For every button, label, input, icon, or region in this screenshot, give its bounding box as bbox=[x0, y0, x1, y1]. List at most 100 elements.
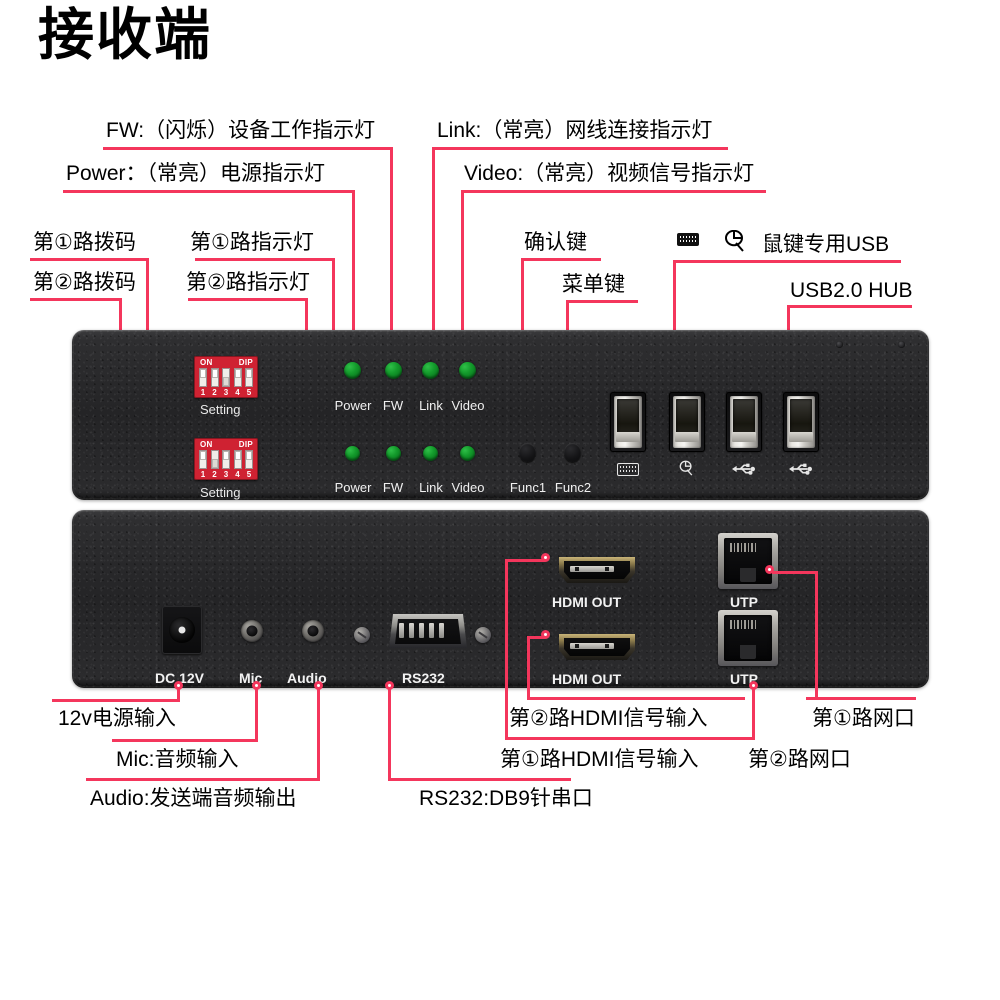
usb-icon bbox=[732, 463, 755, 475]
leader-utp1-horiz bbox=[772, 571, 818, 574]
usb-port-keyboard[interactable] bbox=[610, 392, 646, 452]
port-label-hdmi-1: HDMI OUT bbox=[552, 594, 622, 610]
func2-button[interactable] bbox=[564, 443, 581, 462]
dip-toggle[interactable] bbox=[222, 450, 230, 469]
dip-num: 5 bbox=[246, 388, 252, 397]
annotation-hdmi1: 第①路HDMI信号输入 bbox=[500, 748, 699, 771]
led-fw-1 bbox=[385, 362, 402, 379]
leader-dc-vert bbox=[177, 688, 180, 701]
db9-screw-right bbox=[475, 627, 491, 643]
rs232-db9-port[interactable] bbox=[389, 614, 467, 648]
panel-screw bbox=[836, 341, 843, 348]
leader-hdmi1-underline bbox=[505, 737, 723, 740]
usb-port-hub-1[interactable] bbox=[726, 392, 762, 452]
leader-power-vert bbox=[352, 190, 355, 362]
db9-screw-left bbox=[354, 627, 370, 643]
annotation-mic-in: Mic:音频输入 bbox=[116, 748, 239, 771]
led-label-power-1: Power bbox=[334, 398, 372, 413]
annotation-audio-out: Audio:发送端音频输出 bbox=[90, 787, 297, 810]
func2-label: Func2 bbox=[554, 480, 592, 495]
rear-panel: DC 12V Mic Audio RS232 HDMI OUT HDMI OUT… bbox=[72, 510, 929, 688]
led-link-2 bbox=[423, 446, 438, 461]
led-video-1 bbox=[459, 362, 476, 379]
dip-num: 5 bbox=[246, 470, 252, 479]
led-fw-2 bbox=[386, 446, 401, 461]
dip-toggle[interactable] bbox=[210, 450, 219, 469]
annotation-video: Video:（常亮）视频信号指示灯 bbox=[464, 162, 755, 185]
utp-port-1[interactable] bbox=[718, 533, 778, 589]
dip-toggle[interactable] bbox=[222, 368, 230, 387]
leader-hdmi1-vert bbox=[505, 559, 508, 740]
leader-dip1-underline bbox=[30, 258, 149, 261]
leader-utp2-vert bbox=[752, 688, 755, 740]
annotation-confirm-key: 确认键 bbox=[524, 231, 587, 254]
annotation-dip2: 第②路拨码 bbox=[33, 271, 136, 294]
mouse-icon bbox=[679, 460, 693, 476]
annotation-link: Link:（常亮）网线连接指示灯 bbox=[437, 119, 713, 142]
leader-fw-vert bbox=[390, 147, 393, 362]
led-label-fw-2: FW bbox=[382, 480, 404, 495]
leader-hdmi2-vert bbox=[527, 636, 530, 700]
led-label-link-2: Link bbox=[419, 480, 443, 495]
mouse-icon bbox=[725, 230, 744, 252]
leader-kvm-vert bbox=[673, 260, 676, 383]
audio-jack[interactable] bbox=[302, 620, 324, 642]
leader-rs232-vert bbox=[388, 688, 391, 780]
leader-power-underline bbox=[63, 190, 355, 193]
led-power-1 bbox=[344, 362, 361, 379]
leader-utp2-underline bbox=[674, 737, 754, 740]
dip-toggle[interactable] bbox=[233, 368, 242, 387]
func1-button[interactable] bbox=[519, 443, 536, 462]
leader-link-underline bbox=[432, 147, 728, 150]
leader-ledgrp1-vert bbox=[332, 258, 335, 368]
dip-toggle[interactable] bbox=[199, 368, 207, 387]
annotation-fw: FW:（闪烁）设备工作指示灯 bbox=[106, 119, 376, 142]
leader-dip1-vert bbox=[146, 258, 149, 369]
dip-caption-2: Setting bbox=[200, 485, 241, 500]
leader-menu-underline bbox=[566, 300, 638, 303]
dip-num: 2 bbox=[212, 388, 217, 397]
hdmi-out-port-1[interactable] bbox=[559, 557, 635, 583]
annotation-hdmi2: 第②路HDMI信号输入 bbox=[509, 707, 708, 730]
port-label-hdmi-2: HDMI OUT bbox=[552, 671, 622, 687]
hdmi-out-port-2[interactable] bbox=[559, 634, 635, 660]
usb-port-hub-2[interactable] bbox=[783, 392, 819, 452]
leader-link-vert bbox=[432, 147, 435, 362]
dip-on-label: ON bbox=[200, 358, 213, 367]
utp-port-2[interactable] bbox=[718, 610, 778, 666]
dc-power-jack[interactable] bbox=[162, 606, 202, 654]
leader-utp1-vert bbox=[815, 571, 818, 699]
usb-icon bbox=[789, 463, 812, 475]
dip-toggle[interactable] bbox=[245, 368, 253, 387]
led-label-link-1: Link bbox=[419, 398, 443, 413]
dip-switch-2[interactable]: ON DIP 1 2 3 4 5 bbox=[194, 438, 258, 480]
port-label-utp-1: UTP bbox=[730, 594, 758, 610]
leader-ledgrp1-underline bbox=[195, 258, 335, 261]
dip-toggle[interactable] bbox=[199, 450, 207, 469]
leader-dip2-underline bbox=[30, 298, 122, 301]
led-link-1 bbox=[422, 362, 439, 379]
leader-fw-underline bbox=[103, 147, 393, 150]
led-video-2 bbox=[460, 446, 475, 461]
usb-port-mouse[interactable] bbox=[669, 392, 705, 452]
dip-on-label: ON bbox=[200, 440, 213, 449]
annotation-usb-hub: USB2.0 HUB bbox=[790, 279, 913, 302]
dip-toggle[interactable] bbox=[245, 450, 253, 469]
page-title: 接收端 bbox=[38, 3, 212, 68]
annotation-led-group1: 第①路指示灯 bbox=[190, 231, 314, 254]
dip-toggle[interactable] bbox=[210, 368, 219, 387]
leader-mic-underline bbox=[112, 739, 258, 742]
dip-caption-1: Setting bbox=[200, 402, 241, 417]
leader-dot-hdmi-bottom bbox=[541, 630, 550, 639]
led-label-video-2: Video bbox=[451, 480, 485, 495]
leader-hdmi1-horiz bbox=[505, 559, 545, 562]
dip-toggle[interactable] bbox=[233, 450, 242, 469]
dip-switch-1[interactable]: ON DIP 1 2 3 4 5 bbox=[194, 356, 258, 398]
annotation-led-group2: 第②路指示灯 bbox=[186, 271, 310, 294]
port-label-rs232: RS232 bbox=[402, 670, 445, 686]
mic-jack[interactable] bbox=[241, 620, 263, 642]
leader-hdmi2-underline bbox=[527, 697, 745, 700]
dip-dip-label: DIP bbox=[238, 358, 253, 367]
keyboard-icon bbox=[677, 233, 699, 246]
